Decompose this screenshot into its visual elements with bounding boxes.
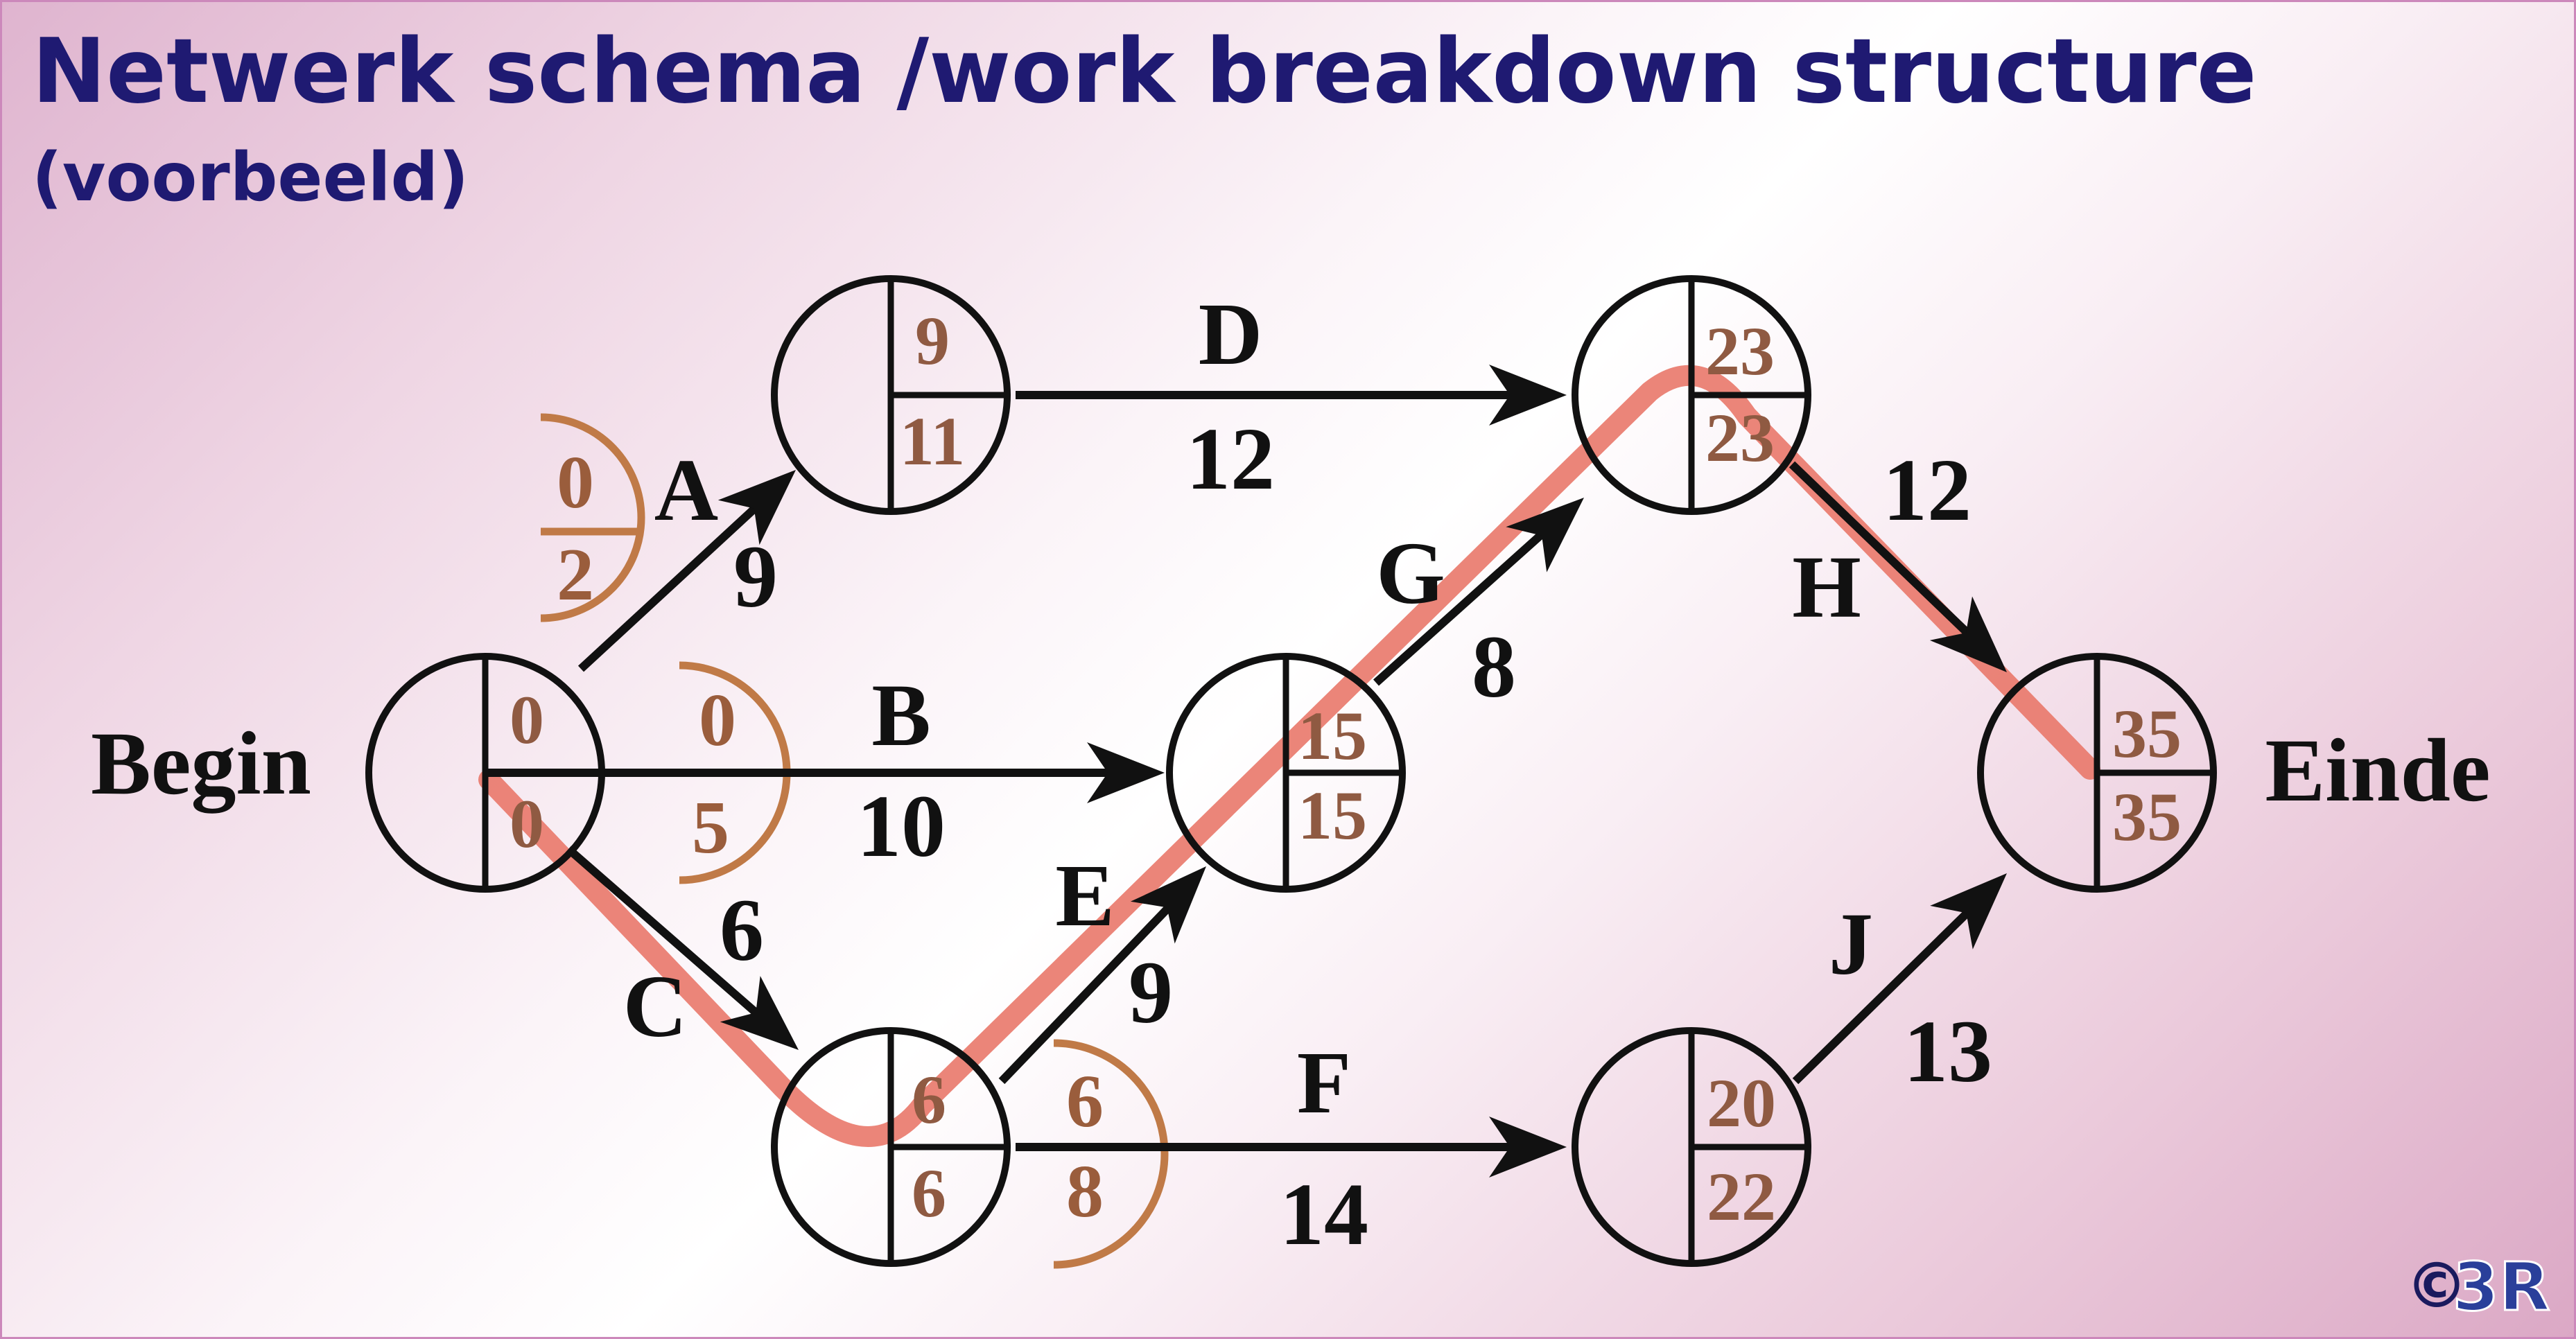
- edge-g: [1373, 475, 1605, 686]
- edge-e: [998, 845, 1228, 1085]
- node-2-bottom: 15: [1298, 777, 1367, 854]
- node-einde-top: 35: [2112, 695, 2182, 772]
- brand-logo: 3R: [2453, 1248, 2550, 1322]
- edge-a: [577, 447, 817, 672]
- node-2-top: 15: [1298, 697, 1367, 774]
- slack-a-top: 0: [557, 441, 594, 524]
- activity-g-name: G: [1376, 524, 1445, 622]
- edge-c: [566, 846, 819, 1074]
- edge-f: [1016, 1117, 1567, 1178]
- activity-g-duration: 8: [1472, 618, 1516, 716]
- node-begin: 0 0: [365, 653, 605, 893]
- slack-a-bottom: 2: [557, 534, 594, 616]
- edge-h: [1789, 461, 2028, 694]
- activity-j-duration: 13: [1904, 1002, 1992, 1101]
- node-3-top: 6: [912, 1061, 946, 1138]
- activity-b-duration: 10: [857, 777, 946, 875]
- activity-f-duration: 14: [1280, 1165, 1368, 1263]
- node-5: 20 22: [1572, 1027, 1811, 1267]
- slack-f-bottom: 8: [1066, 1150, 1104, 1233]
- node-3-bottom: 6: [912, 1155, 946, 1232]
- activity-h-duration: 12: [1883, 441, 1972, 539]
- activity-d-name: D: [1199, 285, 1262, 383]
- activity-b-name: B: [871, 666, 930, 764]
- activity-e-duration: 9: [1129, 943, 1173, 1042]
- slack-arc-f: 6 8: [1053, 1039, 1169, 1269]
- activity-f-name: F: [1297, 1033, 1351, 1132]
- node-3: 6 6: [771, 1027, 1011, 1267]
- copyright-symbol: ©: [2405, 1250, 2468, 1322]
- node-1-top: 9: [915, 302, 950, 379]
- node-2: 15 15: [1166, 653, 1406, 893]
- activity-c-name: C: [623, 957, 687, 1056]
- node-einde-bottom: 35: [2112, 778, 2182, 855]
- activity-j-name: J: [1829, 895, 1873, 993]
- activity-d-duration: 12: [1186, 410, 1275, 508]
- node-1: 9 11: [771, 275, 1011, 515]
- activity-c-duration: 6: [720, 881, 764, 979]
- activity-h-name: H: [1792, 538, 1861, 636]
- activity-a-duration: 9: [733, 527, 778, 626]
- edge-j: [1792, 851, 2028, 1085]
- node-4-bottom: 23: [1705, 399, 1775, 476]
- label-begin: Begin: [91, 714, 311, 814]
- node-einde: 35 35: [1977, 653, 2217, 893]
- node-4-top: 23: [1705, 313, 1775, 390]
- activity-a-name: A: [654, 441, 718, 539]
- slack-b-top: 0: [699, 679, 736, 762]
- slack-b-bottom: 5: [692, 787, 729, 869]
- page-subtitle: (voorbeeld): [32, 139, 469, 216]
- node-begin-top: 0: [510, 681, 544, 758]
- node-5-bottom: 22: [1707, 1158, 1776, 1235]
- node-5-top: 20: [1707, 1065, 1776, 1141]
- node-4: 23 23: [1572, 275, 1811, 515]
- slack-arc-a: 0 2: [540, 413, 645, 622]
- page-title: Netwerk schema /work breakdown structure: [32, 20, 2257, 123]
- copyright-logo: © 3R: [2405, 1248, 2551, 1323]
- critical-path-highlight: [478, 365, 2100, 1147]
- edge-d: [1016, 365, 1567, 426]
- slack-f-top: 6: [1066, 1060, 1104, 1143]
- node-1-bottom: 11: [900, 403, 965, 480]
- activity-e-name: E: [1055, 846, 1114, 945]
- node-begin-bottom: 0: [510, 785, 544, 862]
- label-einde: Einde: [2265, 721, 2490, 821]
